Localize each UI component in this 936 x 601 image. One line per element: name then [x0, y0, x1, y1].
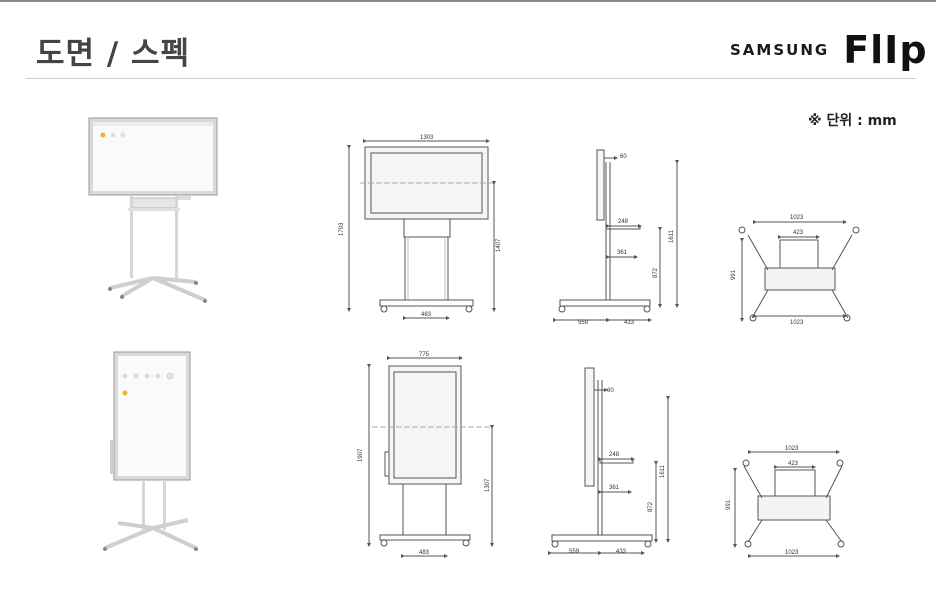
dim-landscape-screen-floor: 1407 [496, 238, 502, 252]
dim-landscape-width: 1303 [420, 135, 434, 141]
dim-portrait-height: 1907 [358, 448, 364, 462]
unit-note: ※ 단위 : mm [808, 113, 897, 129]
landscape-front-drawing [347, 139, 496, 320]
dim-landscape-base-front: 559 [578, 320, 589, 326]
dim-portrait-arm: 361 [609, 485, 620, 491]
portrait-side-drawing [548, 367, 670, 555]
dim-landscape-arm: 361 [617, 250, 628, 256]
dim-portrait-top-bottom: 1023 [785, 550, 799, 556]
portrait-top-drawing [733, 450, 845, 558]
dim-portrait-screen-floor: 1307 [485, 478, 491, 492]
dim-landscape-top-inner: 423 [793, 230, 804, 236]
dim-portrait-bracket: 248 [609, 452, 620, 458]
dim-landscape-total-height: 1611 [669, 229, 675, 243]
dim-portrait-base-front: 559 [569, 549, 580, 555]
landscape-side-drawing [553, 149, 679, 322]
dim-landscape-top-bottom: 1023 [790, 320, 804, 326]
samsung-logo: SAMSUNG [730, 41, 830, 59]
dim-portrait-top-depth: 991 [726, 499, 732, 510]
dim-portrait-floor-height: 872 [648, 501, 654, 512]
product-photo-landscape [88, 117, 218, 303]
brand-logo: SAMSUNG FlIp [730, 30, 928, 70]
product-photo-portrait [103, 351, 198, 551]
dim-landscape-base-rear: 433 [624, 320, 635, 326]
dim-landscape-base: 483 [421, 312, 432, 318]
dim-portrait-base: 483 [419, 550, 430, 556]
dim-portrait-width: 775 [419, 352, 430, 358]
dim-landscape-top-depth: 991 [731, 269, 737, 280]
dim-portrait-total-height: 1611 [660, 464, 666, 478]
dim-portrait-depth-top: 60 [607, 388, 614, 394]
dim-landscape-depth-top: 60 [620, 154, 627, 160]
dim-landscape-height: 1793 [339, 222, 345, 236]
dim-portrait-top-width: 1023 [785, 446, 799, 452]
dim-landscape-top-width: 1023 [790, 215, 804, 221]
top-border [0, 0, 936, 2]
portrait-front-drawing [367, 356, 494, 558]
title-divider [26, 78, 916, 79]
dim-landscape-bracket: 248 [618, 219, 629, 225]
flip-logo: FlIp [843, 28, 928, 72]
dim-portrait-top-inner: 423 [788, 461, 799, 467]
landscape-top-drawing [738, 220, 860, 322]
page-title: 도면 / 스펙 [36, 36, 190, 72]
dim-portrait-base-rear: 433 [616, 549, 627, 555]
dim-landscape-floor-height: 872 [653, 267, 659, 278]
